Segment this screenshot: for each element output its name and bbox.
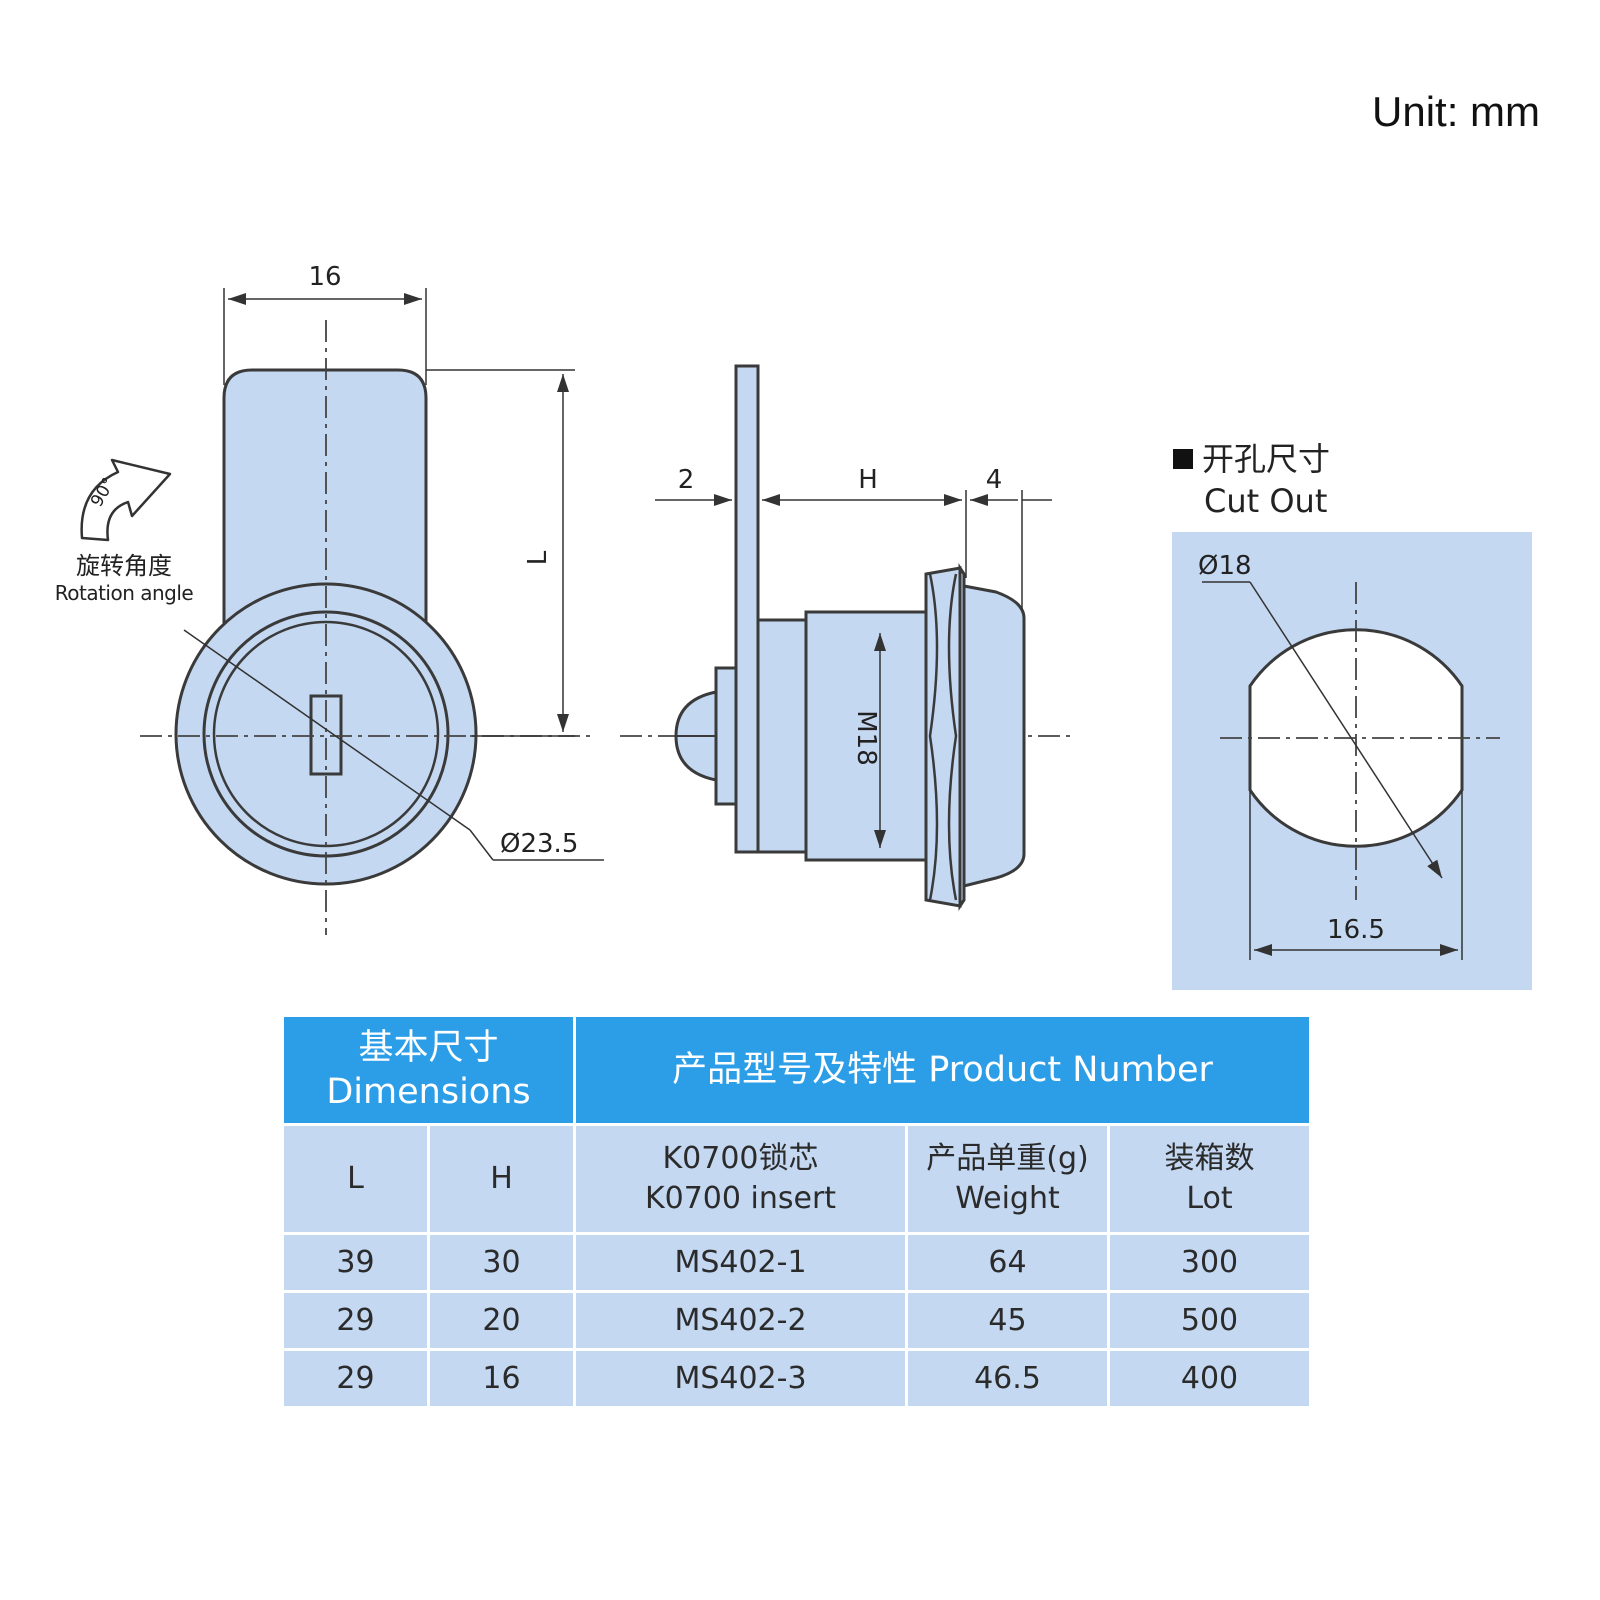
cell-lot: 400 (1107, 1348, 1312, 1409)
cell-l: 29 (281, 1348, 430, 1409)
spec-table: 基本尺寸 Dimensions 产品型号及特性 Product Number L… (281, 1014, 1312, 1409)
cam-blade (734, 364, 760, 854)
cutout-title-cn: 开孔尺寸 (1202, 440, 1330, 478)
cell-weight: 45 (905, 1290, 1110, 1351)
column-header-weight: 产品单重(g)Weight (905, 1123, 1110, 1235)
diameter-dim-label: Ø23.5 (500, 829, 578, 859)
front-view: 16 L Ø23.5 90° 旋转角度 Rotation angle (55, 262, 604, 935)
cutout-title-en: Cut Out (1204, 482, 1327, 520)
table-row: 29 20 MS402-2 45 500 (281, 1290, 1312, 1351)
dimensions-header-cn: 基本尺寸 (358, 1028, 499, 1068)
cell-model: MS402-1 (573, 1232, 908, 1293)
dimensions-header: 基本尺寸 Dimensions (281, 1014, 576, 1126)
column-header-l: L (281, 1123, 430, 1235)
cutout-bullet-icon (1173, 449, 1193, 469)
cell-weight: 64 (905, 1232, 1110, 1293)
screw-shoulder (714, 666, 738, 806)
cell-h: 30 (427, 1232, 576, 1293)
rotation-label-en: Rotation angle (55, 581, 194, 605)
length-dim-label: L (523, 550, 553, 565)
hex-nut (924, 563, 966, 911)
bezel-dim-label: 4 (986, 465, 1003, 495)
front-bezel (962, 584, 1026, 888)
cutout-flat-width-label: 16.5 (1327, 915, 1385, 945)
thread-dim-label: M18 (851, 710, 881, 766)
cell-l: 29 (281, 1290, 430, 1351)
threaded-body (804, 610, 928, 862)
cell-weight: 46.5 (905, 1348, 1110, 1409)
column-header-h: H (427, 1123, 576, 1235)
cell-model: MS402-2 (573, 1290, 908, 1351)
cutout-view: 开孔尺寸 Cut Out Ø18 16.5 (1172, 440, 1532, 990)
rotation-arrow-icon (80, 458, 172, 542)
cam-thickness-dim-label: 2 (678, 465, 695, 495)
side-view: M18 2 H 4 (620, 364, 1075, 911)
cell-model: MS402-3 (573, 1348, 908, 1409)
cell-lot: 300 (1107, 1232, 1312, 1293)
cell-l: 39 (281, 1232, 430, 1293)
unit-label: Unit: mm (1372, 88, 1540, 135)
cell-lot: 500 (1107, 1290, 1312, 1351)
dimensions-header-en: Dimensions (326, 1072, 531, 1112)
table-header-row: 基本尺寸 Dimensions 产品型号及特性 Product Number (281, 1014, 1312, 1126)
cell-h: 16 (427, 1348, 576, 1409)
width-dim-label: 16 (308, 262, 341, 292)
technical-drawing: 16 L Ø23.5 90° 旋转角度 Rotation angle (55, 262, 1532, 990)
table-row: 39 30 MS402-1 64 300 (281, 1232, 1312, 1293)
height-dim-label: H (858, 465, 878, 495)
cutout-diameter-label: Ø18 (1198, 551, 1252, 581)
cell-h: 20 (427, 1290, 576, 1351)
rotation-label-cn: 旋转角度 (76, 552, 172, 580)
product-header: 产品型号及特性 Product Number (573, 1014, 1312, 1126)
lock-body (756, 618, 808, 854)
table-row: 29 16 MS402-3 46.5 400 (281, 1348, 1312, 1409)
